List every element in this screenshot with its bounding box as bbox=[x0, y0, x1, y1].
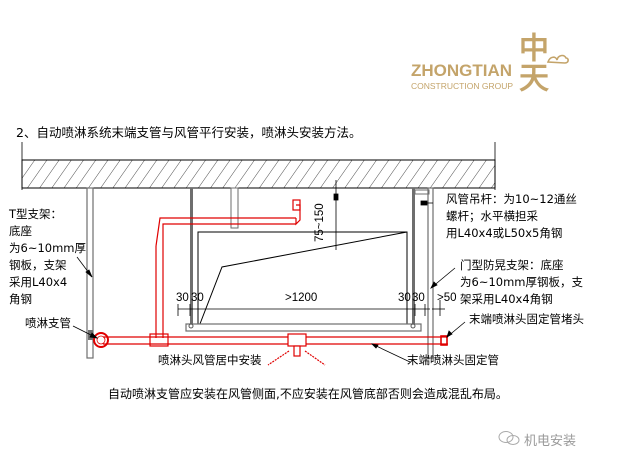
dim-left-a: 30 bbox=[176, 292, 189, 304]
dim-right-b: 30 bbox=[412, 292, 425, 304]
dim-left-b: 30 bbox=[191, 292, 204, 304]
logo-brand-sub: CONSTRUCTION GROUP bbox=[411, 81, 513, 91]
duct-hanger-rods bbox=[190, 187, 434, 359]
dim-clearance: >50 bbox=[437, 292, 457, 304]
ceiling-slab bbox=[21, 142, 496, 190]
watermark-text: 机电安装 bbox=[524, 434, 577, 449]
dim-vertical: 75~150 bbox=[314, 203, 326, 242]
logo-brand-en: ZHONGTIAN bbox=[411, 61, 513, 80]
label-duct-hanger: 风管吊杆：为10~12通丝 螺杆；水平横担采 用L40x4或L50x5角钢 bbox=[446, 192, 577, 240]
label-end-plug: 末端喷淋头固定管堵头 bbox=[469, 312, 584, 326]
label-end-fixed-pipe: 末端喷淋头固定管 bbox=[407, 353, 499, 367]
installation-note: 自动喷淋支管应安装在风管侧面,不应安装在风管底部否则会造成混乱布局。 bbox=[108, 387, 508, 401]
leader-lines bbox=[72, 200, 466, 363]
logo-cloud-icon bbox=[546, 52, 570, 66]
label-t-support: T型支架： 底座 为6~10mm厚 钢板，支架 采用L40x4 角钢 bbox=[9, 207, 86, 306]
label-sprinkler-branch: 喷淋支管 bbox=[25, 316, 71, 330]
dim-span: >1200 bbox=[285, 292, 318, 304]
wechat-icon bbox=[498, 430, 520, 446]
label-door-support: 门型防晃支架：底座 为6~10mm厚钢板，支 架采用L40x4角钢 bbox=[460, 258, 583, 306]
sprinkler-pipe bbox=[93, 199, 448, 366]
diagram-title: 2、自动喷淋系统末端支管与风管平行安装，喷淋头安装方法。 bbox=[16, 125, 362, 140]
dim-right-a: 30 bbox=[398, 292, 411, 304]
air-duct bbox=[185, 231, 422, 332]
label-head-center: 喷淋头风管居中安装 bbox=[158, 353, 262, 367]
dimension-lines bbox=[177, 180, 445, 316]
logo-brand-cn: 中天 bbox=[513, 32, 548, 92]
